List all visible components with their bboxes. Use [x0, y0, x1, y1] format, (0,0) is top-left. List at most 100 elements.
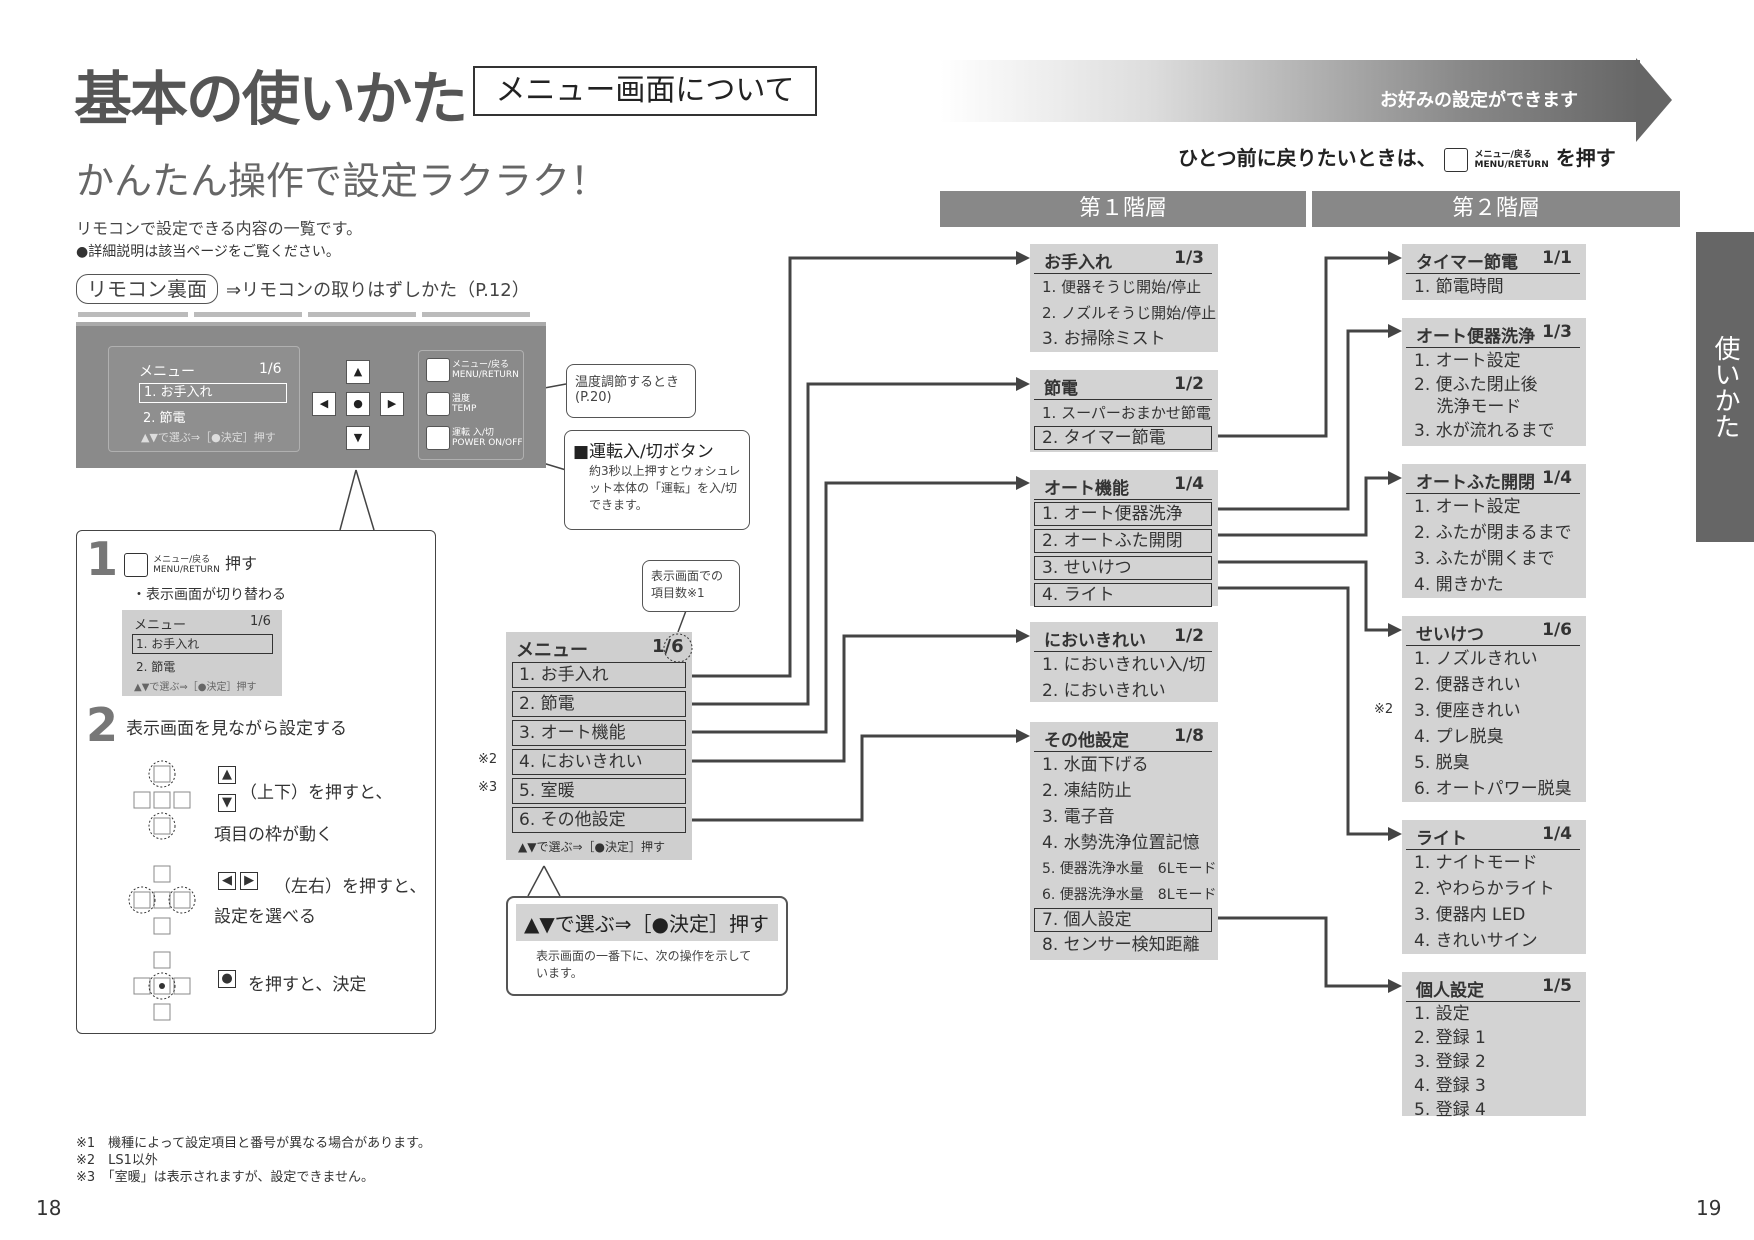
menu-item[interactable]: 3. せいけつ: [1034, 556, 1212, 580]
return-hint: ひとつ前に戻りたいときは、 メニュー/戻る MENU/RETURN を押す: [1178, 146, 1616, 172]
note-3-mark: ※3: [478, 780, 498, 795]
power-button[interactable]: [426, 426, 450, 450]
menu-item[interactable]: 1. 節電時間: [1414, 277, 1504, 297]
menu-item[interactable]: 1. ナイトモード: [1414, 853, 1538, 873]
menu-item[interactable]: 3. 登録 2: [1414, 1052, 1486, 1072]
menu-item[interactable]: 3. お掃除ミスト: [1042, 329, 1166, 349]
menu-item[interactable]: 4. 登録 3: [1414, 1076, 1486, 1096]
menu-item[interactable]: 4. ライト: [1034, 583, 1212, 607]
right-button[interactable]: ▶: [380, 392, 404, 416]
menu-item[interactable]: 1. 便器そうじ開始/停止: [1042, 278, 1202, 296]
menu-item[interactable]: 4. 水勢洗浄位置記憶: [1042, 833, 1200, 853]
up-icon: ▲: [218, 766, 236, 784]
banner-arrow: [940, 60, 1640, 122]
steps-panel: [76, 530, 436, 1034]
step-2-text: 表示画面を見ながら設定する: [126, 719, 347, 739]
step-1-number: 1: [86, 532, 119, 586]
menu-item[interactable]: 1. スーパーおまかせ節電: [1042, 404, 1211, 422]
menu-item[interactable]: 2. においきれい: [1042, 681, 1166, 701]
page-number-right: 19: [1696, 1196, 1722, 1220]
footnote: ※2 LS1以外: [76, 1153, 158, 1168]
menu-item[interactable]: 1. お手入れ: [512, 662, 686, 688]
remote-strip: [194, 312, 302, 317]
menu-item[interactable]: 2. やわらかライト: [1414, 879, 1555, 899]
footnote: ※1 機種によって設定項目と番号が異なる場合があります。: [76, 1136, 431, 1151]
menu-item[interactable]: 8. センサー検知距離: [1042, 935, 1200, 955]
menu-item[interactable]: 3. 水が流れるまで: [1414, 421, 1555, 441]
menu-item[interactable]: 2. ノズルそうじ開始/停止: [1042, 304, 1217, 322]
menu-item[interactable]: 6. オートパワー脱臭: [1414, 779, 1572, 799]
menu-item[interactable]: 2. ふたが閉まるまで: [1414, 523, 1572, 543]
menu-item: 洗浄モード: [1414, 397, 1522, 417]
power-callout: ■運転入/切ボタン 約3秒以上押すとウォシュレット本体の「運転」を入/切できます…: [564, 430, 750, 530]
temp-button[interactable]: [426, 392, 450, 416]
menu-item[interactable]: 2. タイマー節電: [1034, 426, 1212, 450]
level2-header: 第２階層: [1312, 191, 1680, 227]
menu-item[interactable]: 2. 凍結防止: [1042, 781, 1132, 801]
ok-icon: ●: [218, 970, 236, 988]
menu-item[interactable]: 2. 節電: [512, 691, 686, 717]
step-2-number: 2: [86, 698, 119, 752]
remote-strip: [308, 312, 416, 317]
menu-return-icon: [124, 552, 148, 577]
menu-item[interactable]: 1. オート設定: [1414, 351, 1521, 371]
down-button[interactable]: ▼: [346, 426, 370, 450]
menu-item[interactable]: 4. 開きかた: [1414, 575, 1504, 595]
menu-item[interactable]: 3. 便座きれい: [1414, 701, 1521, 721]
menu-item[interactable]: 7. 個人設定: [1034, 908, 1212, 932]
ok-button[interactable]: ●: [346, 392, 370, 416]
count-highlight: [663, 633, 693, 663]
menu-item[interactable]: 5. 便器洗浄水量 6Lモード: [1042, 861, 1217, 877]
up-button[interactable]: ▲: [346, 360, 370, 384]
intro-text: リモコンで設定できる内容の一覧です。: [76, 219, 363, 238]
level1-header: 第１階層: [940, 191, 1306, 227]
dpad-lr-icon: [118, 860, 210, 946]
dpad-ok-icon: [118, 948, 210, 1034]
main-menu-hint: ▲▼で選ぶ⇒［●決定］押す: [518, 840, 665, 854]
menu-item[interactable]: 2. 登録 1: [1414, 1028, 1486, 1048]
main-menu: メニュー 1/6 1. お手入れ 2. 節電 3. オート機能 4. においきれ…: [506, 632, 692, 860]
select-callout: ▲▼で選ぶ⇒［●決定］押す 表示画面の一番下に、次の操作を示しています。: [506, 896, 788, 996]
menu-item[interactable]: 3. ふたが開くまで: [1414, 549, 1555, 569]
menu-item[interactable]: 4. きれいサイン: [1414, 931, 1538, 951]
menu-item[interactable]: 1. オート設定: [1414, 497, 1521, 517]
remote-right-panel: [418, 350, 524, 460]
menu-item[interactable]: 5. 登録 4: [1414, 1100, 1486, 1120]
menu-item[interactable]: 2. 便ふた閉止後: [1414, 375, 1538, 395]
menu-item[interactable]: 4. においきれい: [512, 749, 686, 775]
page-number-left: 18: [36, 1196, 62, 1220]
menu-item[interactable]: 3. 電子音: [1042, 807, 1115, 827]
main-menu-count: 1/6: [652, 636, 684, 657]
menu-item[interactable]: 5. 室暖: [512, 778, 686, 804]
menu-item[interactable]: 1. 水面下げる: [1042, 755, 1149, 775]
menu-item[interactable]: 5. 脱臭: [1414, 753, 1470, 773]
menu-item[interactable]: 1. オート便器洗浄: [1034, 502, 1212, 526]
intro-note: ●詳細説明は該当ページをご覧ください。: [76, 244, 340, 260]
menu-item[interactable]: 1. 設定: [1414, 1004, 1470, 1024]
menu-item[interactable]: 1. ノズルきれい: [1414, 649, 1538, 669]
menu-item[interactable]: 3. 便器内 LED: [1414, 905, 1526, 925]
remote-strip: [422, 312, 530, 317]
left-button[interactable]: ◀: [312, 392, 336, 416]
menu-item[interactable]: 2. 便器きれい: [1414, 675, 1521, 695]
menu-item[interactable]: 4. プレ脱臭: [1414, 727, 1504, 747]
dpad-updown-icon: [128, 760, 200, 846]
menu-item[interactable]: 2. オートふた開閉: [1034, 529, 1212, 553]
remote-back-label: リモコン裏面: [76, 274, 218, 304]
menu-item[interactable]: 6. その他設定: [512, 807, 686, 833]
step-1-sub: ・表示画面が切り替わる: [132, 587, 286, 603]
menu-item[interactable]: 1. においきれい入/切: [1042, 655, 1206, 675]
menu-return-button[interactable]: [426, 358, 450, 382]
menu-item[interactable]: 3. オート機能: [512, 720, 686, 746]
menu-item[interactable]: 6. 便器洗浄水量 8Lモード: [1042, 887, 1217, 903]
side-tab: 使いかた: [1696, 232, 1754, 542]
